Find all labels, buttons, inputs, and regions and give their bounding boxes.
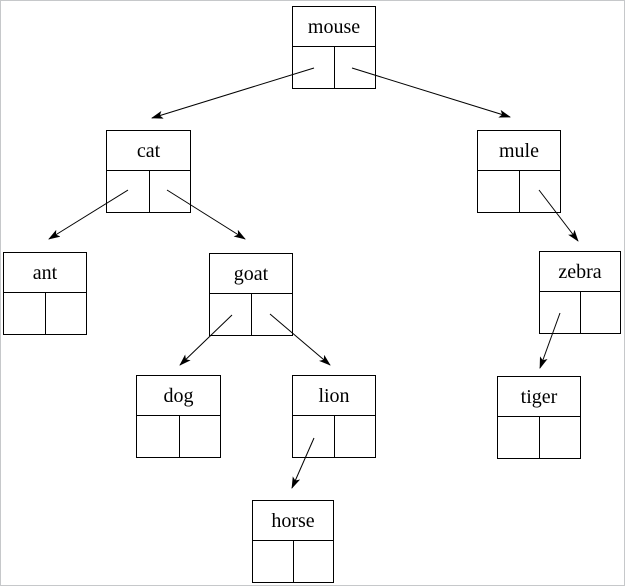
right-pointer-cell-mouse <box>334 47 375 88</box>
node-label-mule: mule <box>477 130 561 171</box>
pointer-cells-horse <box>252 541 334 583</box>
pointer-cells-goat <box>209 294 293 336</box>
right-pointer-cell-ant <box>45 293 86 334</box>
node-label-mouse: mouse <box>292 6 376 47</box>
tree-node-goat: goat <box>209 253 293 336</box>
pointer-cells-cat <box>106 171 191 213</box>
left-pointer-cell-ant <box>4 293 45 334</box>
tree-node-mule: mule <box>477 130 561 213</box>
right-pointer-cell-tiger <box>539 417 580 458</box>
node-label-cat: cat <box>106 130 191 171</box>
pointer-cells-tiger <box>497 417 581 459</box>
pointer-cells-ant <box>3 293 87 335</box>
left-pointer-cell-zebra <box>540 292 580 333</box>
tree-node-mouse: mouse <box>292 6 376 89</box>
pointer-cells-dog <box>136 416 221 458</box>
node-label-horse: horse <box>252 500 334 541</box>
left-pointer-cell-mule <box>478 171 519 212</box>
tree-node-zebra: zebra <box>539 251 621 334</box>
pointer-cells-lion <box>292 416 376 458</box>
node-label-dog: dog <box>136 375 221 416</box>
left-pointer-cell-mouse <box>293 47 334 88</box>
left-pointer-cell-cat <box>107 171 149 212</box>
pointer-cells-zebra <box>539 292 621 334</box>
right-pointer-cell-mule <box>519 171 560 212</box>
left-pointer-cell-lion <box>293 416 334 457</box>
tree-node-horse: horse <box>252 500 334 583</box>
tree-node-ant: ant <box>3 252 87 335</box>
right-pointer-cell-dog <box>178 416 221 457</box>
left-pointer-cell-tiger <box>498 417 539 458</box>
right-pointer-cell-zebra <box>580 292 620 333</box>
node-label-lion: lion <box>292 375 376 416</box>
right-pointer-cell-cat <box>148 171 191 212</box>
left-pointer-cell-horse <box>253 541 293 582</box>
tree-node-cat: cat <box>106 130 191 213</box>
right-pointer-cell-horse <box>293 541 333 582</box>
pointer-cells-mule <box>477 171 561 213</box>
tree-node-tiger: tiger <box>497 376 581 459</box>
node-label-zebra: zebra <box>539 251 621 292</box>
left-pointer-cell-dog <box>137 416 179 457</box>
node-label-ant: ant <box>3 252 87 293</box>
tree-node-lion: lion <box>292 375 376 458</box>
pointer-cells-mouse <box>292 47 376 89</box>
left-pointer-cell-goat <box>210 294 251 335</box>
right-pointer-cell-goat <box>251 294 292 335</box>
right-pointer-cell-lion <box>334 416 375 457</box>
node-label-tiger: tiger <box>497 376 581 417</box>
node-label-goat: goat <box>209 253 293 294</box>
tree-node-dog: dog <box>136 375 221 458</box>
